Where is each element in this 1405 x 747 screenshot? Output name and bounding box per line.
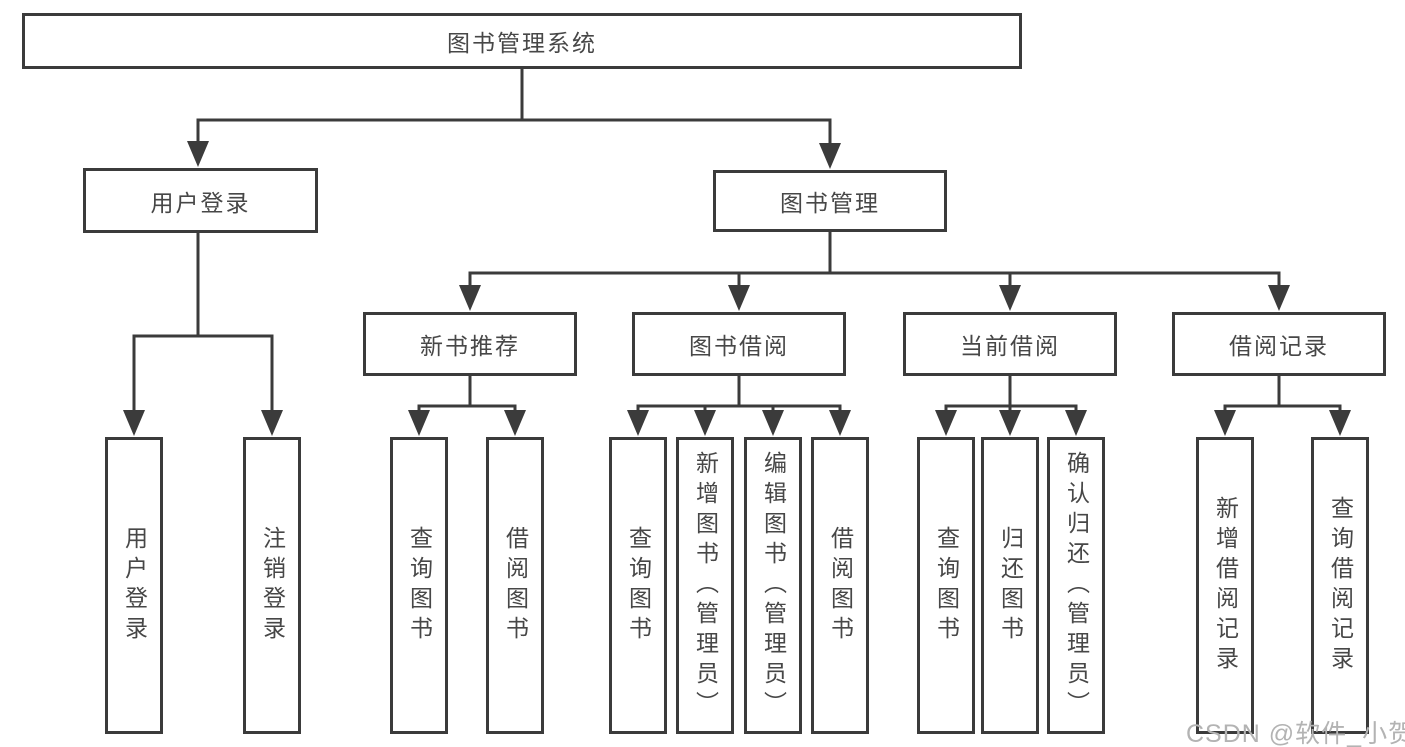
node-logout-login: 注销登录: [243, 437, 301, 734]
node-borrow-books-borrowing: 借阅图书: [811, 437, 869, 734]
node-query-borrow-record: 查询借阅记录: [1311, 437, 1369, 734]
node-borrow-books-recommendation: 借阅图书: [486, 437, 544, 734]
node-user-login: 用户登录: [83, 168, 318, 233]
node-current-borrowing: 当前借阅: [903, 312, 1117, 376]
node-query-books-recommendation: 查询图书: [390, 437, 448, 734]
node-book-borrowing: 图书借阅: [632, 312, 846, 376]
arrowheads: [123, 141, 1351, 436]
node-new-book-recommendation: 新书推荐: [363, 312, 577, 376]
node-add-books-admin: 新增图书（管理员）: [676, 437, 734, 734]
node-return-books: 归还图书: [981, 437, 1039, 734]
node-user-login-leaf: 用户登录: [105, 437, 163, 734]
node-book-management: 图书管理: [713, 170, 947, 232]
node-borrowing-records: 借阅记录: [1172, 312, 1386, 376]
node-query-books-current: 查询图书: [917, 437, 975, 734]
node-library-management-system: 图书管理系统: [22, 13, 1022, 69]
node-query-books-borrowing: 查询图书: [609, 437, 667, 734]
node-edit-books-admin: 编辑图书（管理员）: [744, 437, 802, 734]
node-add-borrow-record: 新增借阅记录: [1196, 437, 1254, 734]
csdn-watermark: CSDN @软件_小贺同学: [1186, 720, 1405, 747]
node-confirm-return-admin: 确认归还（管理员）: [1047, 437, 1105, 734]
